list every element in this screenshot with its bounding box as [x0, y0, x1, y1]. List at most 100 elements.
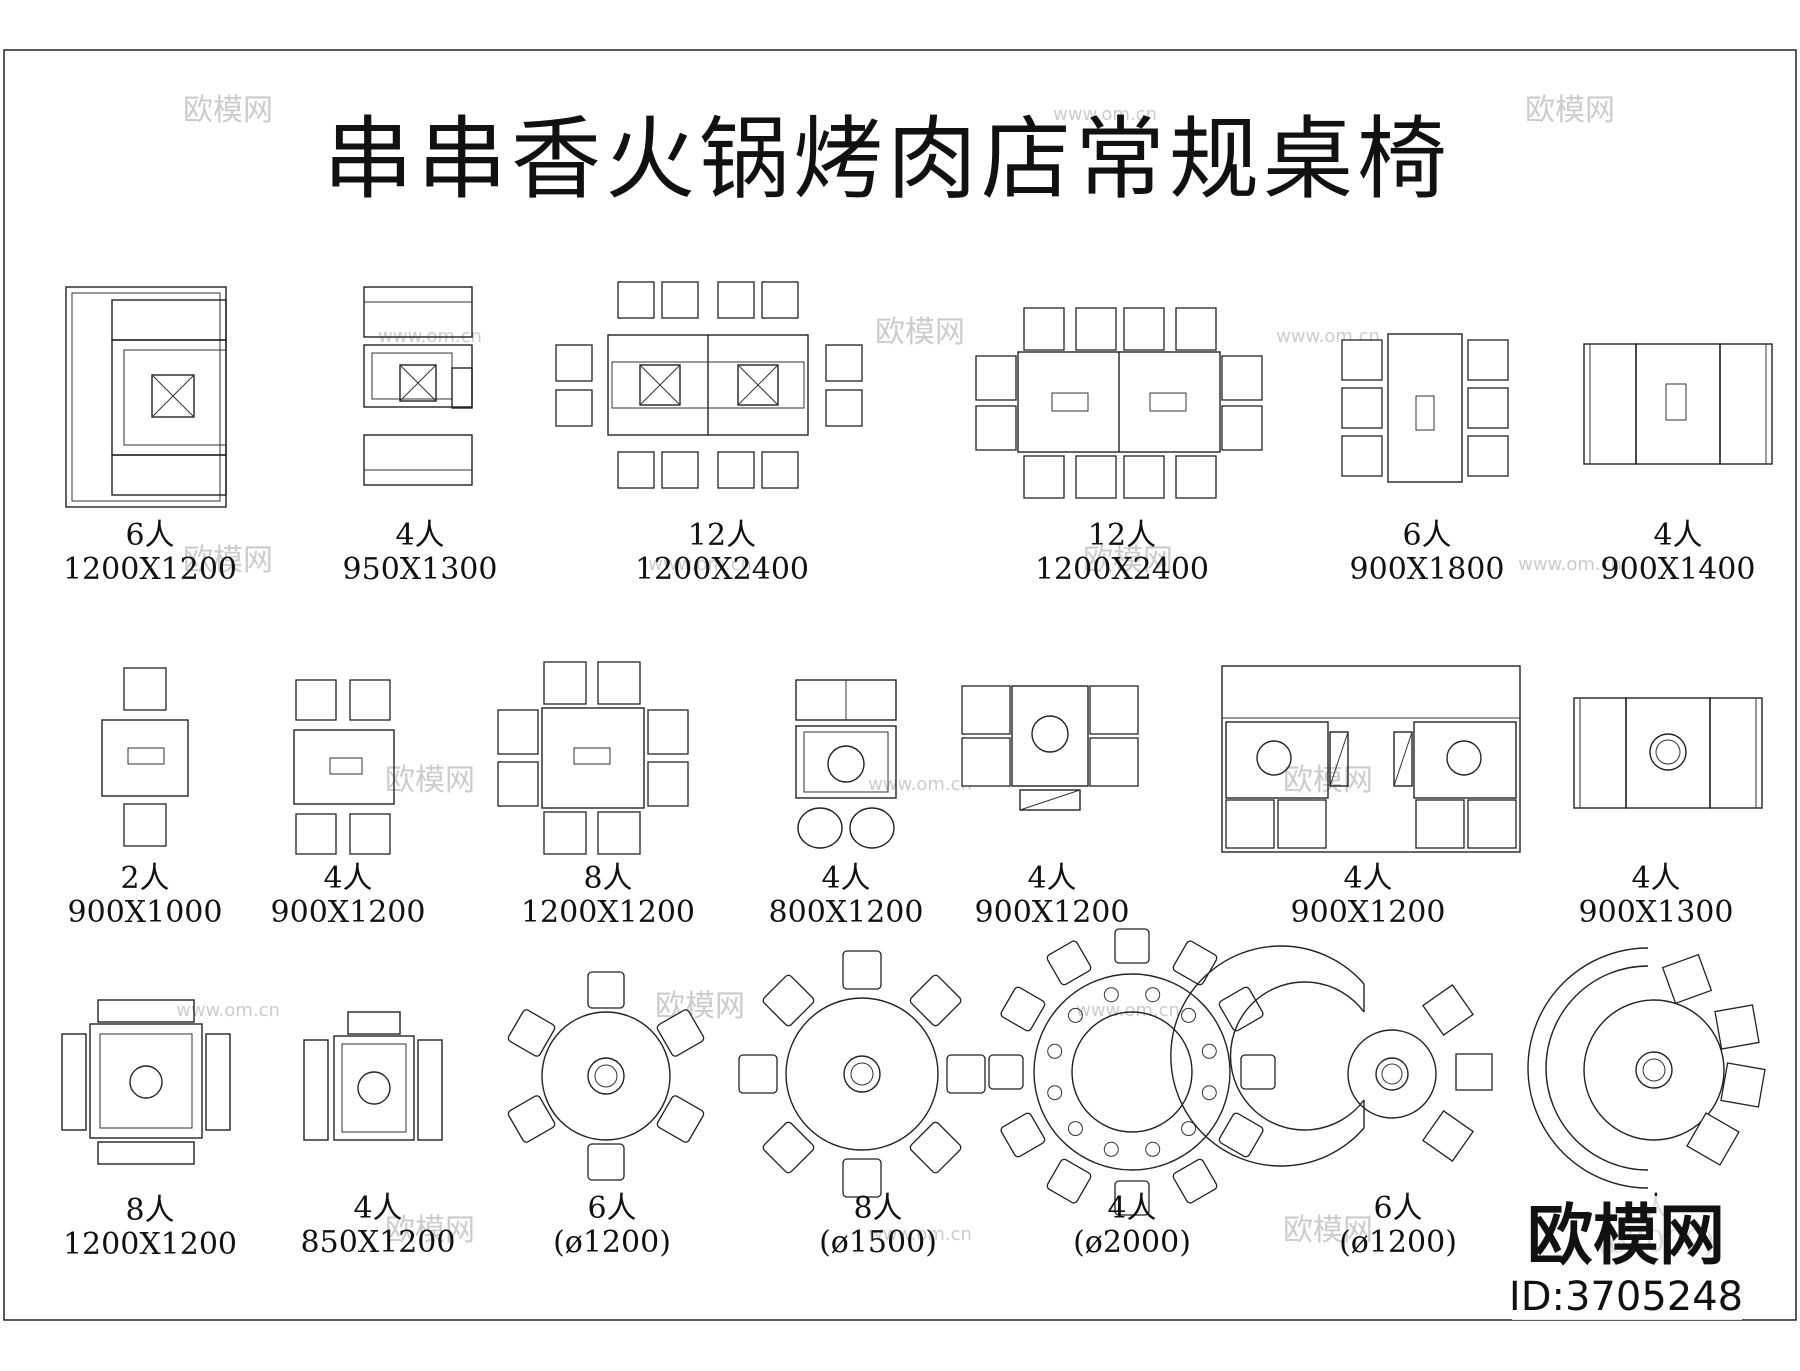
dimension-label: 850X1200	[301, 1225, 456, 1260]
seat-count-label: 6人	[125, 518, 174, 553]
background-watermark: 欧模网	[385, 1213, 475, 1248]
dimension-label: (ø1200)	[553, 1225, 671, 1260]
layout-large-round-2000	[988, 928, 1276, 1216]
layout-8p-square-hatched	[61, 999, 231, 1165]
seat-count-label: 12人	[1088, 518, 1156, 553]
seat-count-label: 2人	[120, 861, 169, 896]
seat-count-label: 4人	[821, 861, 870, 896]
seat-count-label: 12人	[688, 518, 756, 553]
background-watermark: www.om.cn	[1053, 104, 1157, 125]
seat-count-label: 4人	[353, 1191, 402, 1226]
seat-count-label: 4人	[395, 518, 444, 553]
dimension-label: 1200X1200	[521, 895, 695, 930]
hotpot-burner	[1103, 987, 1119, 1003]
dimension-label: 1200X2400	[635, 552, 809, 587]
background-watermarks: 欧模网 www.om.cn 欧模网 www.om.cn 欧模网 www.om.cn 欧模网 w…	[176, 93, 1622, 1248]
seat-count-label: 6人	[1373, 1191, 1422, 1226]
background-watermark: 欧模网	[183, 543, 273, 578]
layout-4p-round-hotpot-800	[795, 679, 897, 849]
labels: 6人1200X12004人950X130012人1200X240012人1200…	[63, 518, 1756, 1262]
dimension-label: 950X1300	[343, 552, 498, 587]
chair	[842, 950, 882, 990]
seat-count-label: 4人	[1343, 861, 1392, 896]
background-watermark: 欧模网	[385, 763, 475, 798]
seat-count-label: 6人	[587, 1191, 636, 1226]
chair	[587, 1143, 625, 1181]
chair	[762, 1121, 815, 1174]
layout-4p-square-hatched	[303, 1011, 443, 1141]
chair	[1000, 1112, 1046, 1158]
layout-8p-square	[497, 661, 689, 855]
layout-4p-square	[293, 679, 395, 855]
chair	[1000, 986, 1046, 1032]
hotpot-burner	[1201, 1043, 1217, 1059]
chair	[587, 971, 625, 1009]
dimension-label: 1200X1200	[63, 552, 237, 587]
chair	[1172, 1158, 1218, 1204]
brand-id: ID:3705248	[1509, 1274, 1743, 1320]
hotpot-burner	[1181, 1121, 1197, 1137]
chair	[1240, 1054, 1276, 1090]
chair	[656, 1009, 705, 1057]
layout-6p-booth-square	[65, 286, 227, 508]
chair	[762, 974, 815, 1027]
background-watermark: www.om.cn	[868, 774, 972, 795]
chair	[842, 1158, 882, 1198]
dimension-label: (ø1500)	[819, 1225, 937, 1260]
background-watermark: www.om.cn	[176, 1000, 280, 1021]
chair	[507, 1095, 556, 1143]
chair	[1046, 940, 1092, 986]
seat-count-label: 4人	[1653, 518, 1702, 553]
layout-2p-square	[101, 667, 189, 847]
background-watermark: www.om.cn	[1518, 554, 1622, 575]
dimension-label: 900X1000	[68, 895, 223, 930]
layout-6p-round	[507, 971, 705, 1181]
seat-count-label: 4人	[1631, 861, 1680, 896]
chair	[738, 1054, 778, 1094]
background-watermark: www.om.cn	[868, 1224, 972, 1245]
seat-count-label: 4人	[1027, 861, 1076, 896]
seat-count-label: 4人	[323, 861, 372, 896]
hotpot-burner	[1047, 1043, 1063, 1059]
layout-4p-bench	[1583, 343, 1773, 465]
chair	[946, 1054, 986, 1094]
background-watermark: 欧模网	[1283, 1213, 1373, 1248]
dimension-label: 900X1400	[1601, 552, 1756, 587]
layout-4p-booth-pair	[1221, 665, 1521, 853]
chair	[507, 1009, 556, 1057]
seat-count-label: 8人	[125, 1193, 174, 1228]
hotpot-burner	[1067, 1121, 1083, 1137]
hotpot-burner	[1103, 1141, 1119, 1157]
background-watermark: 欧模网	[1083, 543, 1173, 578]
layout-12p-hotpot-rect	[555, 281, 863, 489]
dimension-label: 900X1300	[1579, 895, 1734, 930]
hotpot-burner	[1047, 1085, 1063, 1101]
dimension-label: 900X1200	[271, 895, 426, 930]
background-watermark: www.om.cn	[648, 554, 752, 575]
dimension-label: 1200X2400	[1035, 552, 1209, 587]
chair	[988, 1054, 1024, 1090]
layout-round-sofa-large	[1527, 947, 1766, 1189]
hotpot-burner	[1201, 1085, 1217, 1101]
chair	[909, 1121, 962, 1174]
chair	[1172, 940, 1218, 986]
brand-watermark-backdrop	[1512, 1196, 1742, 1320]
layout-6p-rect	[1341, 333, 1509, 483]
layout-4p-bench-round-hotpot	[1573, 697, 1763, 809]
background-watermark: 欧模网	[1525, 93, 1615, 128]
sheet-border	[3, 49, 1797, 1321]
hotpot-burner	[1181, 1007, 1197, 1023]
dimension-label: 1200X1200	[63, 1227, 237, 1262]
background-watermark: 欧模网	[875, 315, 965, 350]
dimension-label: 800X1200	[769, 895, 924, 930]
layout-4p-booth	[363, 286, 473, 486]
layout-6p-round-sofa	[1170, 945, 1493, 1167]
seat-count-label: 4人	[1107, 1191, 1156, 1226]
seat-count-label: 8人	[853, 1191, 902, 1226]
page-title: 串串香火锅烤肉店常规桌椅	[323, 107, 1451, 212]
chair	[909, 974, 962, 1027]
dimension-label: (ø1200)	[1339, 1225, 1457, 1260]
dimension-label: 900X1200	[1291, 895, 1446, 930]
dimension-label: 900X1200	[975, 895, 1130, 930]
